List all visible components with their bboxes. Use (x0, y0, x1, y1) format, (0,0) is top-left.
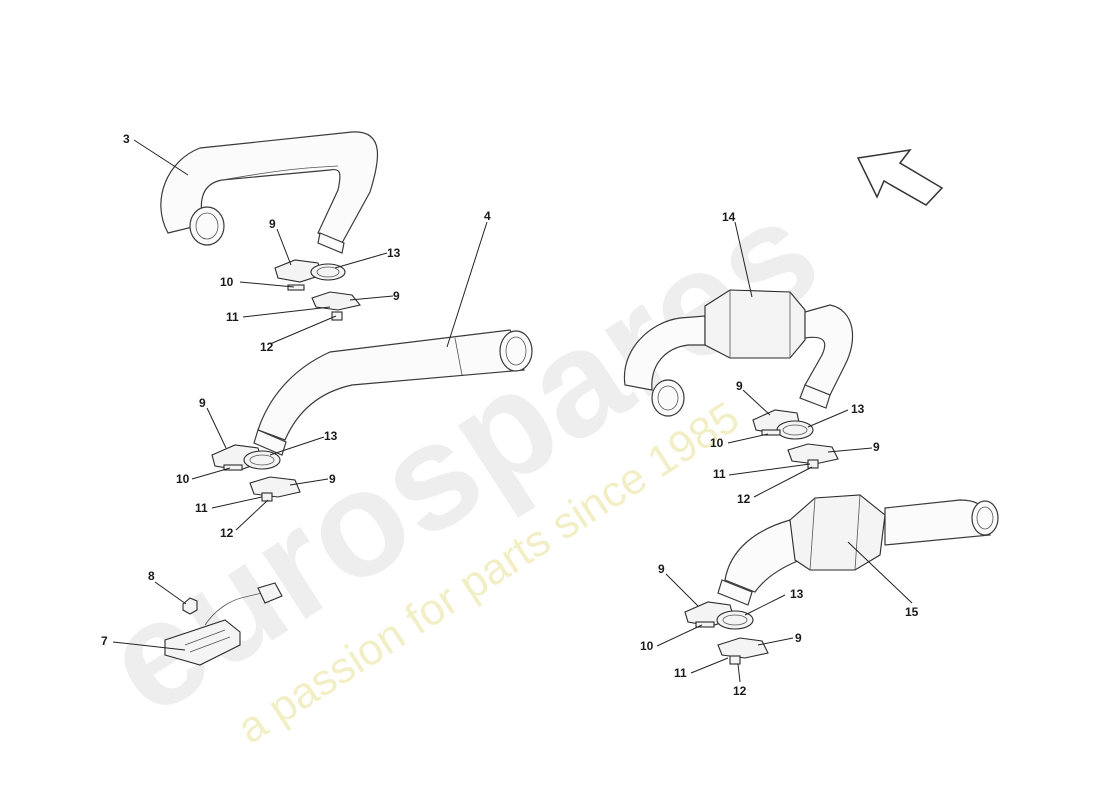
callout-11: 11 (713, 467, 726, 481)
callout-13: 13 (851, 402, 865, 416)
callout-9: 9 (269, 217, 276, 231)
leader-lines (112, 139, 913, 683)
callout-14: 14 (722, 210, 736, 224)
direction-arrow-icon (856, 148, 944, 206)
watermark: eurospares a passion for parts since 198… (76, 165, 846, 753)
clamp-group-2 (211, 444, 301, 502)
clamp-group-1 (274, 259, 361, 321)
pipe-part-4 (253, 329, 533, 456)
callout-12: 12 (737, 492, 751, 506)
callout-13: 13 (324, 429, 338, 443)
callout-group-1: 9 13 10 9 11 12 (220, 217, 401, 354)
callout-labels: 3 4 14 15 7 8 9 13 10 9 11 12 9 13 10 9 … (101, 132, 919, 698)
callout-9: 9 (393, 289, 400, 303)
callout-10: 10 (710, 436, 724, 450)
nut-part-8 (182, 597, 198, 615)
callout-10: 10 (176, 472, 190, 486)
callout-12: 12 (733, 684, 747, 698)
callout-15: 15 (905, 605, 919, 619)
callout-11: 11 (226, 310, 239, 324)
callout-10: 10 (640, 639, 654, 653)
pipe-part-3 (160, 131, 379, 254)
callout-12: 12 (260, 340, 274, 354)
callout-9: 9 (873, 440, 880, 454)
callout-12: 12 (220, 526, 234, 540)
control-unit-part-7 (164, 582, 283, 666)
converter-part-14 (623, 289, 854, 417)
callout-13: 13 (790, 587, 804, 601)
clamp-group-3 (752, 409, 839, 469)
callout-3: 3 (123, 132, 130, 146)
callout-9: 9 (795, 631, 802, 645)
callout-9: 9 (736, 379, 743, 393)
converter-part-15 (717, 494, 999, 606)
callout-group-4: 9 13 10 9 11 12 (640, 562, 804, 698)
clamp-group-4 (684, 601, 769, 665)
callout-8: 8 (148, 569, 155, 583)
callout-10: 10 (220, 275, 234, 289)
callout-9: 9 (658, 562, 665, 576)
callout-13: 13 (387, 246, 401, 260)
callout-11: 11 (195, 501, 208, 515)
callout-9: 9 (329, 472, 336, 486)
callout-7: 7 (101, 634, 108, 648)
callout-group-2: 9 13 10 9 11 12 (176, 396, 338, 540)
callout-4: 4 (484, 209, 491, 223)
callout-11: 11 (674, 666, 687, 680)
callout-9: 9 (199, 396, 206, 410)
callout-group-3: 9 13 10 9 11 12 (710, 379, 880, 506)
